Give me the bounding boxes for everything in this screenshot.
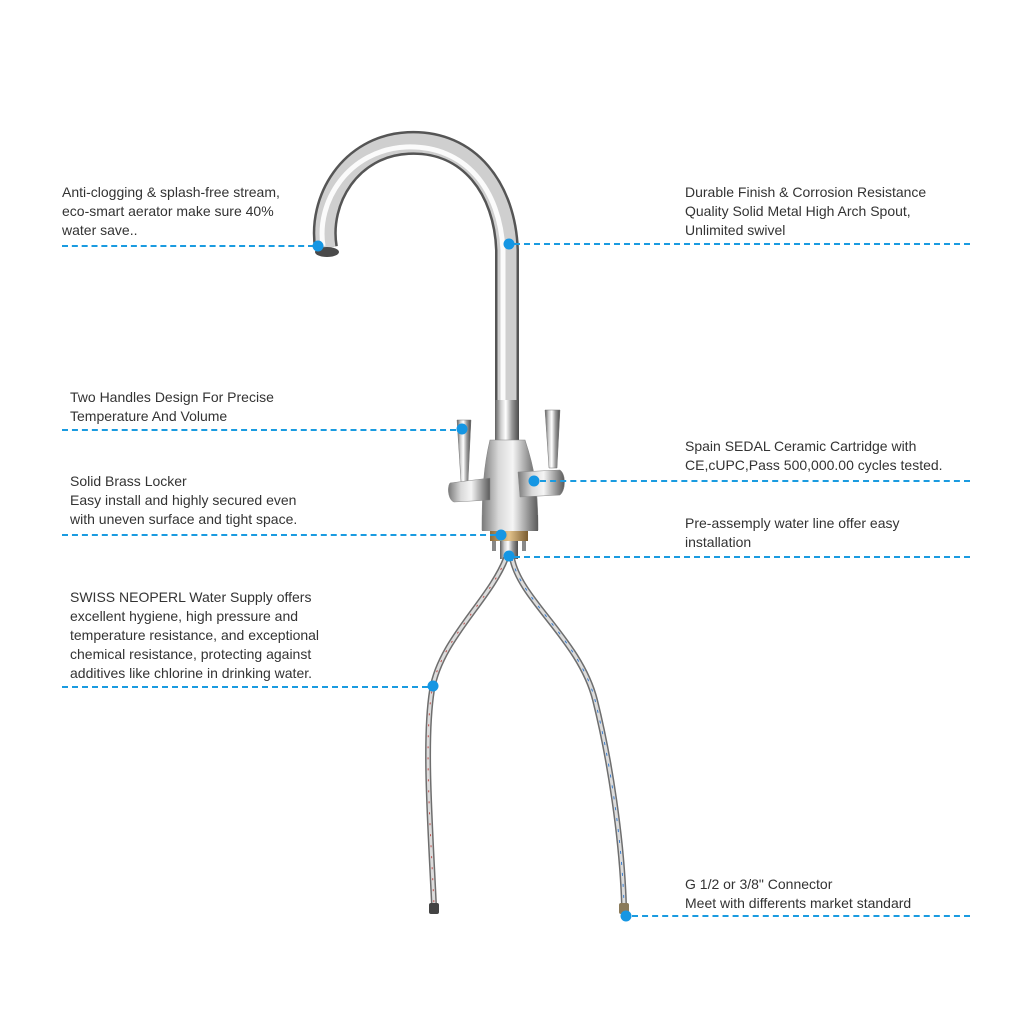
callout-waterline-leader-line (514, 556, 970, 558)
callout-connector-text: G 1/2 or 3/8" Connector Meet with differ… (685, 876, 912, 911)
callout-cartridge-leader-line (540, 480, 970, 482)
callout-handles-marker-dot (456, 423, 468, 435)
callout-locker-marker-dot (495, 529, 507, 541)
callout-locker-leader-line (62, 534, 496, 536)
callout-connector-leader-line (632, 915, 970, 917)
callout-hose-leader-line (62, 686, 428, 688)
callout-cartridge-marker-dot (528, 475, 540, 487)
callout-hose-text: SWISS NEOPERL Water Supply offers excell… (70, 589, 320, 681)
callout-waterline-text: Pre-assemply water line offer easy insta… (685, 515, 900, 550)
callout-handles-text: Two Handles Design For Precise Temperatu… (70, 389, 274, 424)
callout-aerator-marker-dot (312, 240, 324, 252)
callout-cartridge-text: Spain SEDAL Ceramic Cartridge with CE,cU… (685, 438, 943, 473)
left-handle (448, 419, 491, 503)
spout (312, 130, 519, 420)
callout-hose-marker-dot (427, 680, 439, 692)
callout-spout-marker-dot (503, 238, 515, 250)
callout-waterline-marker-dot (503, 550, 515, 562)
supply-hoses (425, 556, 629, 914)
callout-aerator-text: Anti-clogging & splash-free stream, eco-… (62, 184, 280, 238)
callout-handles-leader-line (62, 429, 456, 431)
callout-spout-text: Durable Finish & Corrosion Resistance Qu… (685, 184, 927, 238)
callout-connector-marker-dot (620, 910, 632, 922)
callout-aerator-leader-line (62, 245, 314, 247)
faucet-body (481, 400, 539, 531)
callout-locker-text: Solid Brass Locker Easy install and high… (70, 473, 298, 527)
callout-spout-leader-line (514, 243, 970, 245)
